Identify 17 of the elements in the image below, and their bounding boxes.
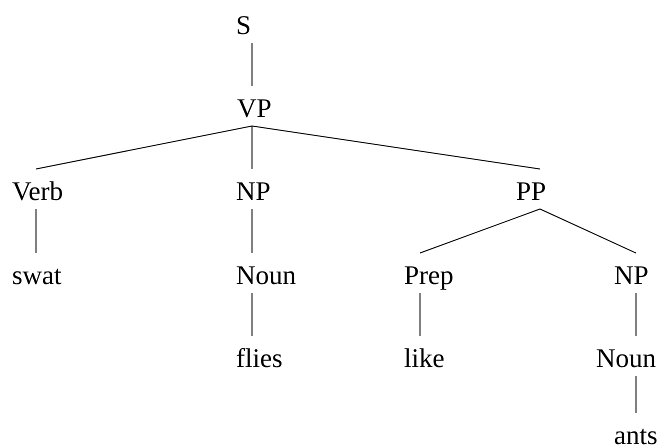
tree-label: S	[238, 16, 250, 34]
tree-label: NP	[236, 182, 270, 200]
tree-branch	[540, 208, 636, 254]
tree-label: swat	[13, 268, 62, 284]
tree-label: VP	[237, 99, 270, 118]
tree-branch	[36, 126, 252, 170]
tree-label: NP	[614, 266, 648, 284]
tree-label: flies	[236, 348, 282, 368]
tree-label: like	[404, 348, 444, 368]
tree-branch	[252, 126, 540, 170]
tree-label: PP	[516, 182, 545, 200]
tree-label: Noun	[596, 349, 656, 368]
tree-label: Noun	[236, 266, 296, 284]
tree-branch	[420, 208, 540, 254]
tree-label: ants	[614, 428, 657, 444]
tree-label: Prep	[404, 266, 452, 290]
tree-label: Verb	[12, 181, 62, 200]
